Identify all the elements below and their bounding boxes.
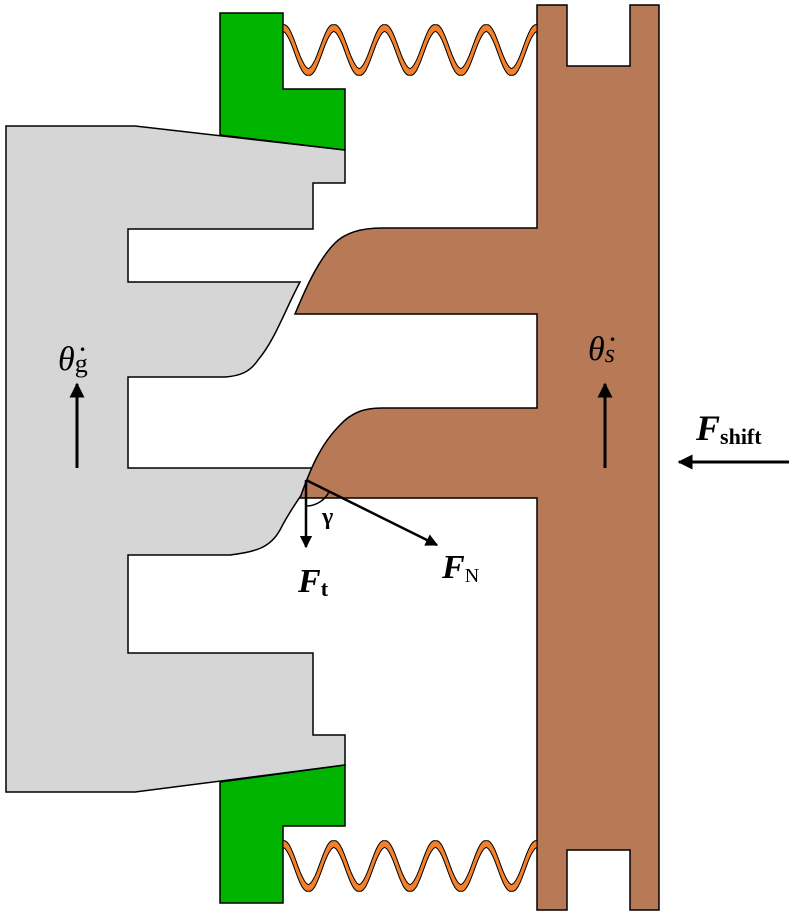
blocker-ring-bottom xyxy=(219,764,346,904)
blocker-ring-top xyxy=(219,12,346,151)
chamfer-angle-label: γ xyxy=(321,504,333,530)
spring-bottom xyxy=(282,840,538,892)
normal-force-arrow xyxy=(305,478,439,547)
normal-force-label: FN xyxy=(441,549,479,587)
tangential-force-label: Ft xyxy=(297,563,329,601)
chamfer-angle-arc xyxy=(305,491,330,507)
gear-body xyxy=(5,125,346,793)
shift-force-label: Fshift xyxy=(695,408,762,449)
spring-top xyxy=(282,24,538,76)
sleeve-body xyxy=(293,4,660,911)
